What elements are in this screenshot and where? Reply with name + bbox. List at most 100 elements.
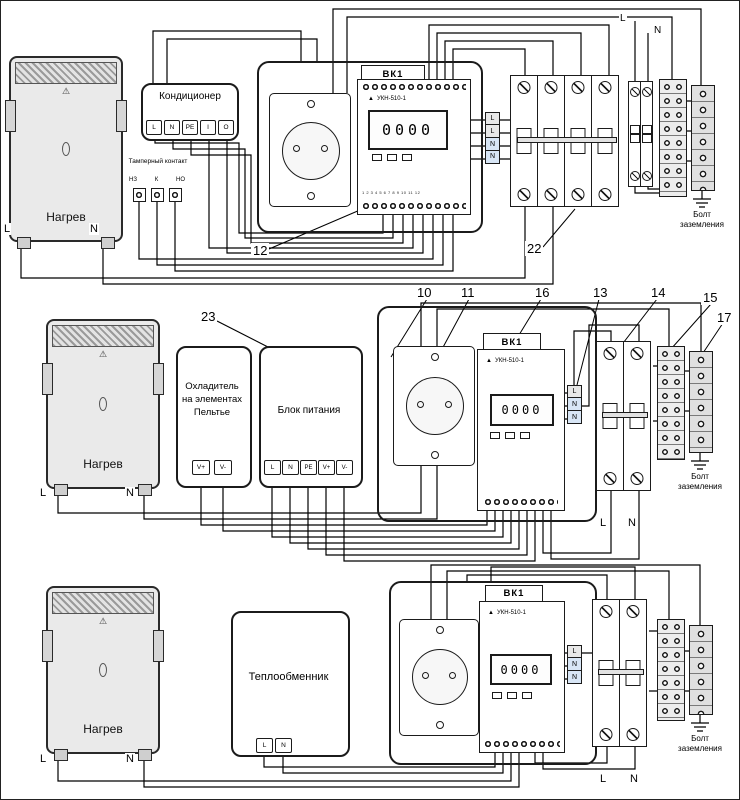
terminal-strip [659,79,687,197]
brand-logo-icon: ▲ [488,610,494,616]
breaker-tiebar [598,669,644,675]
din-terminal-block: L N N [567,384,582,425]
din-enclosure [257,61,483,233]
terminal-cell: L [485,111,500,126]
heater-n-label: N [125,487,135,500]
mount-clip-right [116,100,127,132]
heater-indicator [99,663,107,678]
screw-icon [436,721,444,729]
socket-face [412,649,468,705]
breaker-tiebar [517,137,617,143]
heater-indicator [99,397,107,412]
brand-logo-icon: ▲ [486,358,492,364]
mount-clip-right [153,630,164,662]
tamper-terminal-labels: НЗ К НО [129,177,185,183]
terminal: L [264,460,281,475]
heater-l-label: L [39,487,48,500]
warning-icon: ⚠ [61,86,71,96]
callout-13: 13 [591,285,610,300]
feed-l-label: L [619,13,627,24]
display-value: 0000 [500,662,542,677]
din-terminal-block: L L N N [485,111,500,164]
socket-face [406,377,464,435]
heater-label: Нагрев [83,457,123,471]
power-socket-module [399,619,479,736]
tamper-screw [133,188,146,202]
cooler-terminals: V+ V- [192,460,232,475]
heater-n-label: N [89,223,99,236]
socket-hole [449,672,456,679]
callout-11: 11 [459,285,477,300]
callout-12: 12 [251,243,270,258]
controller-bottom-terminals [484,498,558,506]
ground-label-line1: Болт [691,472,709,481]
callout-15: 15 [701,290,720,305]
terminal: PE [300,460,317,475]
circuit-breaker-group [510,75,619,207]
tamper-label-nc: НЗ [129,177,137,183]
heater-label: Нагрев [46,210,86,224]
controller-model: УКН-510-1 [376,96,406,102]
terminal: N [275,738,292,753]
seven-segment-display: 0000 [368,110,448,150]
ground-label-line1: Болт [693,210,711,219]
ground-busbar [689,351,713,453]
breaker-tiebar [602,412,648,418]
heater-terminal-l [17,237,31,249]
heater-unit: ⚠ Нагрев [5,56,127,249]
terminal-strip [657,346,685,460]
supply-breaker-group [628,81,653,187]
ground-bolt-label: Болт заземления [669,734,731,753]
peltier-cooler-title: Охладитель на элементах Пельтье [182,381,242,418]
warning-icon: ⚠ [98,616,108,626]
circuit-breaker-group [592,599,647,747]
psu-terminals: L N PE V+ V- [264,460,353,475]
heater-fins [15,62,117,84]
brand-logo: ▲ УКН-510-1 [488,610,526,616]
heat-exchanger-box [231,611,350,757]
tamper-label-no: НО [176,177,185,183]
terminal: V- [336,460,353,475]
screw-icon [436,626,444,634]
din-terminal-block: L N N [567,644,582,685]
controller-buttons [492,692,532,699]
callout-16: 16 [533,285,552,300]
controller-bottom-terminals [484,740,560,748]
terminal: N [282,460,299,475]
brand-logo-icon: ▲ [368,96,374,102]
mount-clip-left [5,100,16,132]
callout-22: 22 [525,241,544,256]
heater-indicator [62,141,70,156]
peltier-cooler-box [176,346,252,488]
feed-n-label: N [653,25,663,36]
circuit-breaker-group [596,341,651,491]
mount-clip-left [42,630,53,662]
socket-hole [445,401,452,408]
callout-17: 17 [715,310,734,325]
heater-terminal-l [54,749,68,761]
callout-14: 14 [649,285,668,300]
conditioner-terminals: L N PE I O [146,120,234,135]
controller-bottom-terminals [362,202,466,210]
controller-buttons [372,154,412,161]
heater-unit: ⚠ Нагрев [42,586,164,761]
heater-terminal-n [138,484,152,496]
brand-logo: ▲ УКН-510-1 [368,96,406,102]
display-value: 0000 [501,403,543,417]
heater-l-label: L [3,223,12,236]
breaker-pole [640,81,653,187]
terminal: PE [182,120,198,135]
socket-hole [321,145,328,152]
socket-face [282,122,340,180]
ground-busbar [691,85,715,191]
heater-fins [52,592,154,614]
mount-clip-right [153,363,164,395]
seven-segment-display: 0000 [490,654,552,685]
heater-l-label: L [39,753,48,766]
controller-module: ▲ УКН-510-1 0000 [477,349,565,511]
breaker-lever [641,125,652,143]
heat-exchanger-title: Теплообменник [248,671,329,683]
tamper-screw [169,188,182,202]
supply-n-label: N [627,517,637,530]
